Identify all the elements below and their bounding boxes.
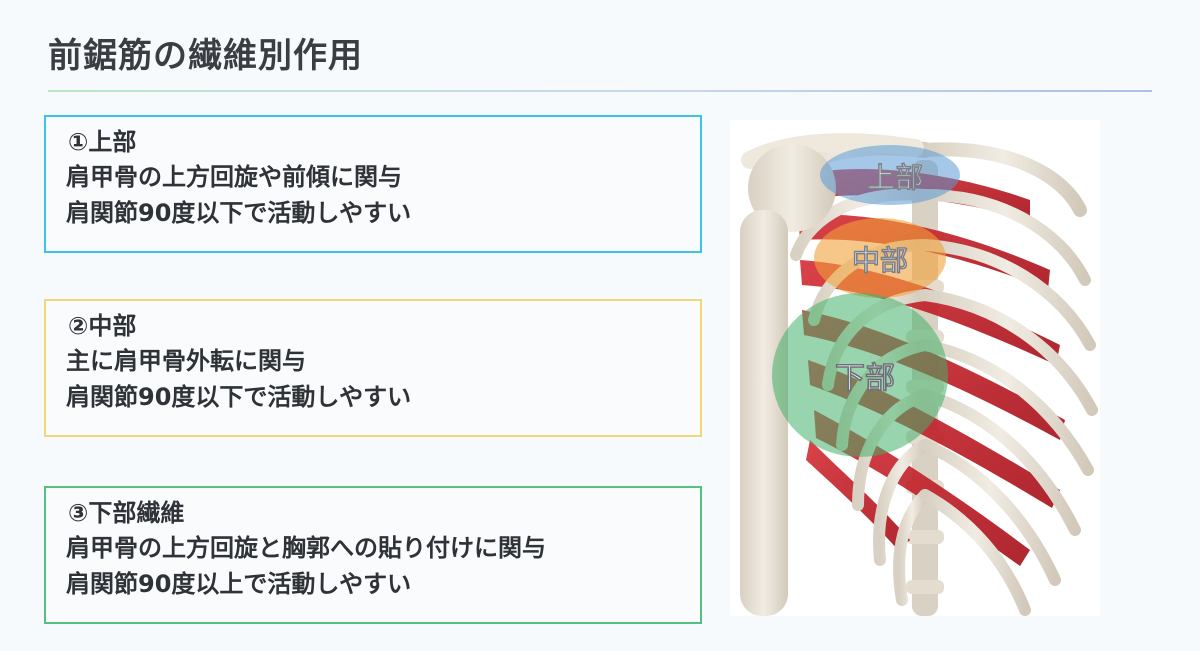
lower-fiber-label: 下部	[835, 361, 895, 396]
section-lower-line-1: 肩甲骨の上方回旋と胸郭への貼り付けに関与	[66, 534, 546, 562]
section-middle-heading: ②中部	[68, 312, 137, 340]
upper-fiber-label: 上部	[867, 161, 923, 194]
lower-fiber-overlay	[772, 293, 948, 457]
page-title: 前鋸筋の繊維別作用	[48, 36, 363, 76]
section-middle-line-2: 肩関節90度以下で活動しやすい	[66, 383, 412, 411]
middle-fiber-overlay	[814, 218, 946, 298]
section-middle-line-1: 主に肩甲骨外転に関与	[66, 347, 306, 375]
humerus-icon	[740, 144, 836, 616]
section-upper-line-2: 肩関節90度以下で活動しやすい	[66, 199, 412, 227]
section-middle-card: ②中部 主に肩甲骨外転に関与 肩関節90度以下で活動しやすい	[44, 299, 702, 437]
section-lower-line-2: 肩関節90度以上で活動しやすい	[66, 570, 412, 598]
upper-fiber-overlay	[820, 145, 960, 205]
middle-fiber-label: 中部	[852, 244, 908, 277]
section-upper-card: ①上部 肩甲骨の上方回旋や前傾に関与 肩関節90度以下で活動しやすい	[44, 115, 702, 253]
section-upper-heading: ①上部	[68, 128, 137, 156]
serratus-anterior-illustration: 上部 中部 下部	[730, 120, 1100, 616]
section-upper-line-1: 肩甲骨の上方回旋や前傾に関与	[66, 163, 402, 191]
title-divider	[48, 90, 1152, 92]
section-lower-heading: ③下部繊維	[68, 499, 185, 527]
section-lower-card: ③下部繊維 肩甲骨の上方回旋と胸郭への貼り付けに関与 肩関節90度以上で活動しや…	[44, 486, 702, 624]
